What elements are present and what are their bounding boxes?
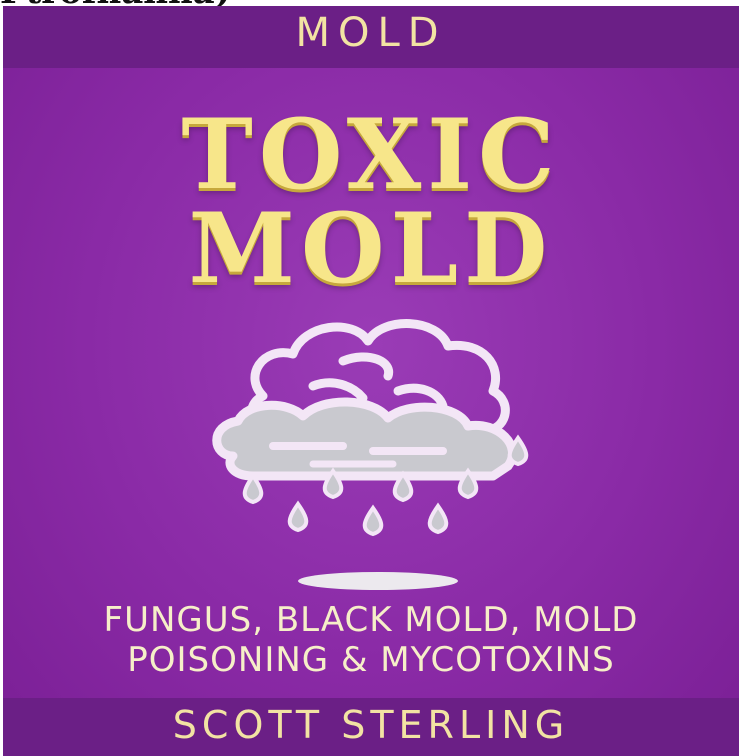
subtitle-line-1: FUNGUS, BLACK MOLD, MOLD bbox=[103, 600, 639, 640]
author-name: SCOTT STERLING bbox=[172, 703, 570, 747]
bottom-band: SCOTT STERLING bbox=[3, 698, 739, 756]
book-cover: MOLD TOXIC MOLD bbox=[3, 6, 739, 756]
brain-cloud-rain-icon bbox=[212, 319, 529, 590]
series-label: MOLD bbox=[295, 10, 447, 56]
title-line-1: TOXIC bbox=[181, 98, 561, 211]
top-band: MOLD bbox=[3, 6, 739, 68]
title-line-2: MOLD bbox=[188, 192, 554, 305]
subtitle-line-2: POISONING & MYCOTOXINS bbox=[127, 640, 615, 680]
